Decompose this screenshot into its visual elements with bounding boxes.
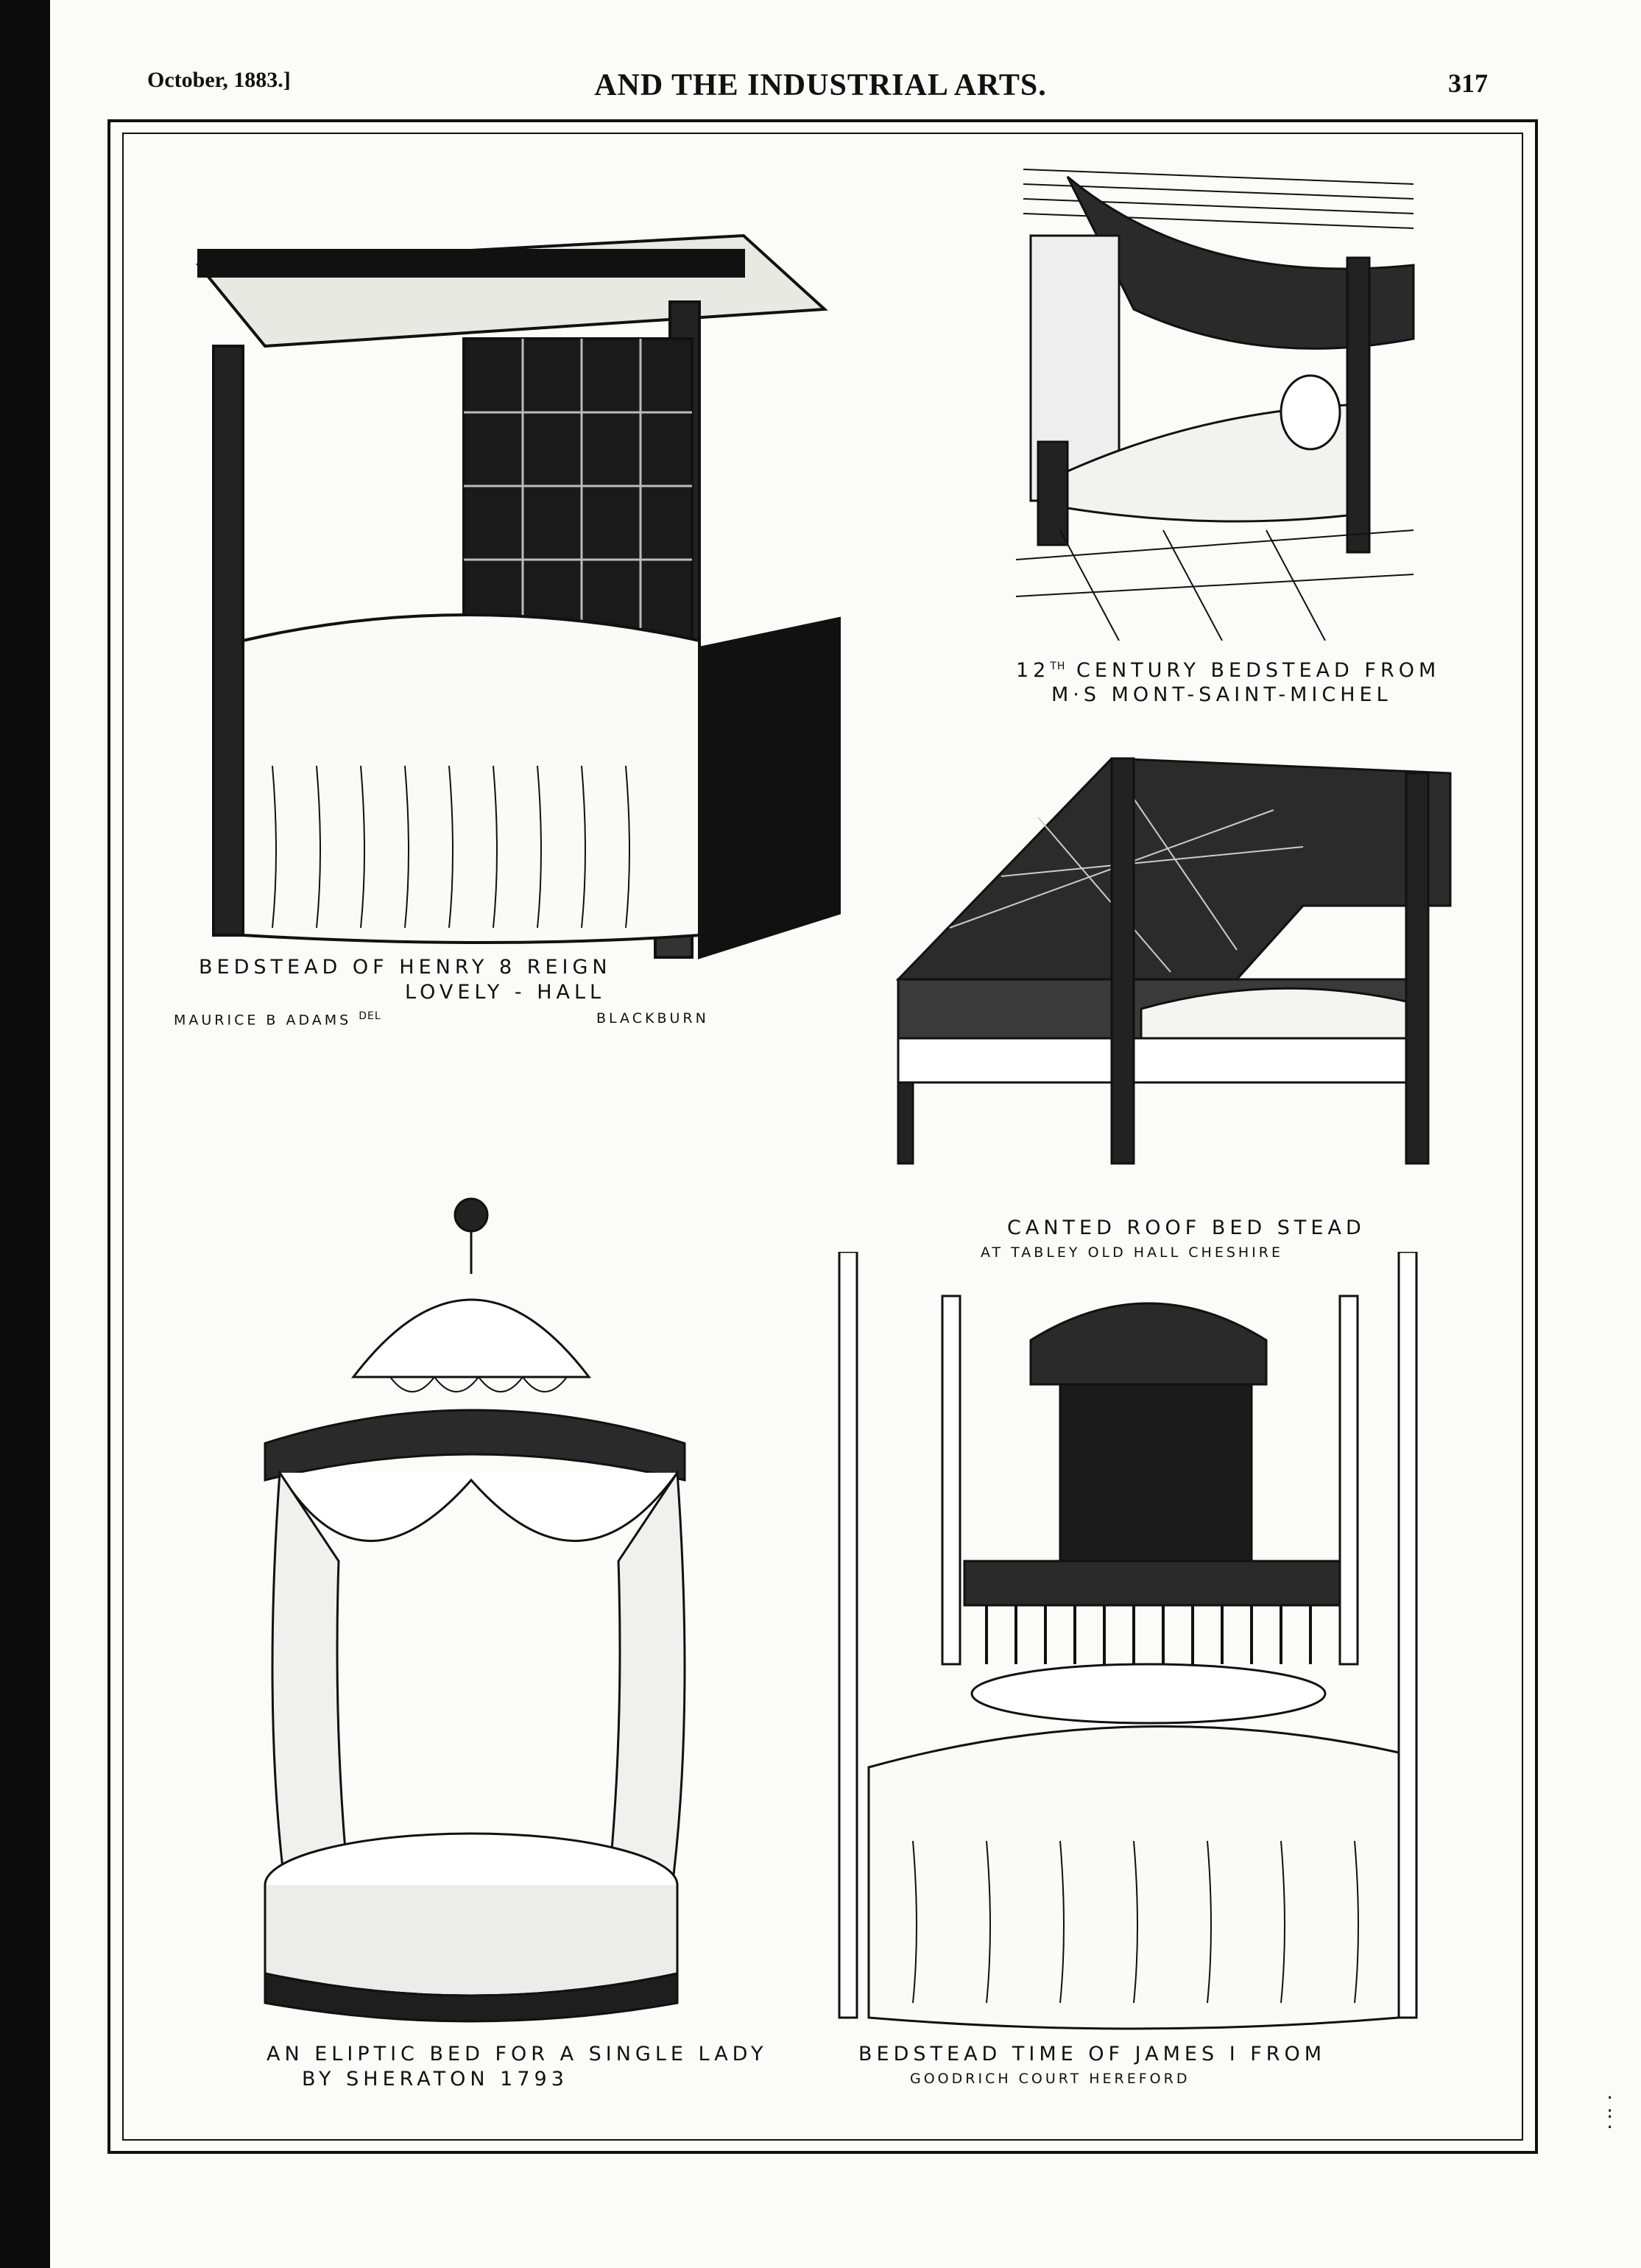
caption-henry8-credit: MAURICE B ADAMS DEL — [174, 1010, 381, 1029]
canted-roof-bed-illustration — [895, 757, 1452, 1165]
caption-james1-line2: GOODRICH COURT HEREFORD — [910, 2071, 1190, 2087]
header-title: AND THE INDUSTRIAL ARTS. — [594, 68, 1047, 102]
plate-border-outer — [107, 119, 1538, 2154]
four-poster-bed-illustration — [195, 233, 841, 959]
caption-12th-line1: 12TH CENTURY BEDSTEAD FROM — [1016, 659, 1441, 682]
caption-canted-line1: CANTED ROOF BED STEAD — [1007, 1216, 1366, 1239]
caption-sheraton-line1: AN ELIPTIC BED FOR A SINGLE LADY — [267, 2043, 768, 2066]
domed-canopy-bed-illustration — [264, 1197, 686, 2023]
page-number: 317 — [1448, 68, 1488, 98]
binding-edge — [0, 0, 50, 2268]
caption-james1-line1: BEDSTEAD TIME OF JAMES I FROM — [858, 2043, 1327, 2066]
plate-border-inner — [122, 133, 1523, 2141]
caption-sheraton-line2: BY SHERATON 1793 — [302, 2068, 568, 2091]
caption-henry8-line1: BEDSTEAD OF HENRY 8 REIGN — [199, 956, 612, 979]
header-date: October, 1883.] — [147, 68, 291, 92]
caption-canted-line2: AT TABLEY OLD HALL CHESHIRE — [981, 1244, 1283, 1261]
margin-marks: ·:· — [1605, 2089, 1615, 2137]
caption-henry8-location: BLACKBURN — [596, 1010, 709, 1026]
medieval-bed-illustration — [1016, 169, 1415, 641]
carved-four-poster-bed-illustration — [838, 1252, 1418, 2030]
caption-12th-line2: M·S MONT-SAINT-MICHEL — [1051, 683, 1392, 706]
caption-henry8-line2: LOVELY - HALL — [405, 981, 606, 1004]
